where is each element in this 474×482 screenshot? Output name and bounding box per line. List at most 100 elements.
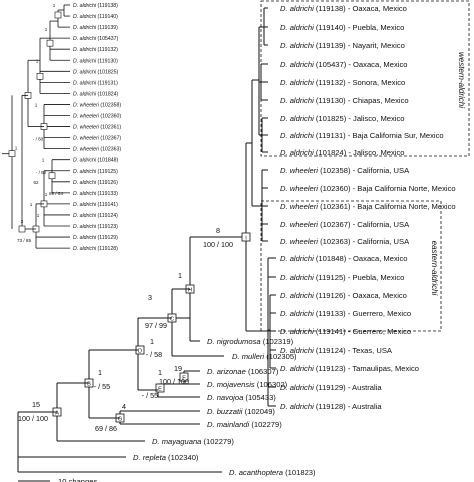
node-b-label: B bbox=[87, 382, 91, 388]
west-tip-label: D. aldrichi (119138) - Oaxaca, Mexico bbox=[280, 4, 407, 13]
taxon-species: D. aldrichi bbox=[280, 114, 314, 123]
taxon-species: D. aldrichi bbox=[280, 383, 314, 392]
taxon-id: (119139) bbox=[314, 41, 346, 50]
node-f-support-top: 19 bbox=[174, 364, 182, 373]
taxon-id: (119125) bbox=[314, 273, 346, 282]
east-tip-label: D. aldrichi (119123) - Tamaulipas, Mexic… bbox=[280, 364, 419, 373]
taxon-species: D. navojoa bbox=[207, 393, 243, 402]
inset-support: 1 bbox=[53, 3, 56, 8]
east-tip-label: D. aldrichi (119141) - Guerrero, Mexico bbox=[280, 327, 411, 336]
taxon-id: (119130) bbox=[314, 96, 346, 105]
taxon-locality: - California, USA bbox=[351, 237, 411, 246]
inset-tip-label: D. aldrichi (119141) bbox=[73, 202, 118, 208]
inset-tip-label: D. aldrichi (119126) bbox=[73, 180, 118, 186]
inset-support: 1 bbox=[36, 58, 39, 63]
taxon-id: (119131) bbox=[314, 131, 346, 140]
node-g-label: G bbox=[118, 417, 122, 423]
taxon-id: (119129) bbox=[314, 383, 346, 392]
taxon-species: D. aldrichi bbox=[280, 346, 314, 355]
inset-tip-label: D. aldrichi (119133) bbox=[73, 191, 118, 197]
main-tree: D. aldrichi (119138) - Oaxaca, Mexico D. … bbox=[17, 0, 470, 482]
taxon-id: (119138) bbox=[96, 3, 118, 9]
taxon-species: D. aldrichi bbox=[280, 148, 314, 157]
node-d-label: D bbox=[138, 349, 142, 355]
taxon-locality: - Baja California Sur, Mexico bbox=[346, 131, 444, 140]
east-tip-label: D. aldrichi (101848) - Oaxaca, Mexico bbox=[280, 254, 407, 263]
west-tip-label: D. aldrichi (119132) - Sonora, Mexico bbox=[280, 78, 405, 87]
taxon-id: (102319) bbox=[261, 337, 294, 346]
inset-tip-label: D. aldrichi (119123) bbox=[73, 224, 118, 230]
taxon-id: (119132) bbox=[96, 47, 118, 53]
node-a-label: A bbox=[55, 411, 59, 417]
taxon-id: (101848) bbox=[96, 158, 118, 164]
taxon-species: D. wheeleri bbox=[73, 125, 100, 131]
node-h-label: H bbox=[188, 288, 192, 294]
taxon-species: D. wheeleri bbox=[280, 237, 318, 246]
taxon-species: D. aldrichi bbox=[280, 364, 314, 373]
taxon-species: D. aldrichi bbox=[280, 402, 314, 411]
taxon-species: D. aldrichi bbox=[73, 91, 97, 97]
taxon-species: D. acanthoptera bbox=[229, 468, 283, 477]
taxon-id: (119125) bbox=[96, 169, 118, 175]
taxon-locality: - Tamaulipas, Mexico bbox=[346, 364, 419, 373]
taxon-species: D. aldrichi bbox=[73, 36, 97, 42]
taxon-id: (119133) bbox=[314, 309, 346, 318]
inset-tip-label: D. wheeleri (102363) bbox=[73, 147, 121, 153]
west-tip-label: D. aldrichi (119140) - Puebla, Mexico bbox=[280, 23, 404, 32]
taxon-species: D. wheeleri bbox=[280, 184, 318, 193]
taxon-locality: - Jalisco, Mexico bbox=[346, 114, 404, 123]
taxon-id: (102358) bbox=[99, 102, 121, 108]
wheeleri-tip-label: D. wheeleri (102360) - Baja California N… bbox=[280, 184, 456, 193]
taxon-species: D. mainlandi bbox=[207, 420, 250, 429]
taxon-species: D. aldrichi bbox=[73, 47, 97, 53]
node-a-support-top: 15 bbox=[32, 400, 40, 409]
inset-box-w1 bbox=[54, 11, 62, 19]
east-tip-label: D. aldrichi (119124) - Texas, USA bbox=[280, 346, 393, 355]
outgroup-label-mojavensis: D. mojavensis (106302) bbox=[207, 380, 288, 389]
node-i-support-bottom: 100 / 100 bbox=[203, 240, 233, 249]
taxon-locality: - California, USA bbox=[351, 166, 411, 175]
taxon-id: (102360) bbox=[99, 114, 121, 120]
taxon-species: D. aldrichi bbox=[73, 58, 97, 64]
taxon-id: (119128) bbox=[314, 402, 346, 411]
taxon-species: D. aldrichi bbox=[73, 246, 97, 252]
taxon-locality: - Oaxaca, Mexico bbox=[346, 291, 407, 300]
wheeleri-tip-label: D. wheeleri (102361) - Baja California N… bbox=[280, 202, 456, 211]
node-e-box bbox=[155, 383, 165, 393]
taxon-locality: - Texas, USA bbox=[346, 346, 393, 355]
node-g-support-bottom: 69 / 86 bbox=[95, 424, 117, 433]
taxon-id: (101848) bbox=[314, 254, 347, 263]
outgroup-label-repleta: D. repleta (102340) bbox=[133, 453, 199, 462]
inset-tip-label: D. aldrichi (119124) bbox=[73, 213, 118, 219]
taxon-id: (101823) bbox=[283, 468, 316, 477]
taxon-id: (102049) bbox=[242, 407, 275, 416]
inset-support: - / 62 bbox=[36, 170, 47, 175]
inset-tip-label: D. aldrichi (101848) bbox=[73, 158, 119, 164]
taxon-species: D. mojavensis bbox=[207, 380, 255, 389]
taxon-species: D. aldrichi bbox=[73, 202, 97, 208]
taxon-species: D. wheeleri bbox=[73, 114, 100, 120]
inset-tip-label: D. aldrichi (119128) bbox=[73, 246, 118, 252]
taxon-id: (119128) bbox=[96, 246, 118, 252]
west-tip-label: D. aldrichi (101824) - Jalisco, Mexico bbox=[280, 148, 405, 157]
wheeleri-tip-label: D. wheeleri (102363) - California, USA bbox=[280, 237, 410, 246]
taxon-id: (119126) bbox=[96, 180, 118, 186]
west-tip-label: D. aldrichi (119130) - Chiapas, Mexico bbox=[280, 96, 409, 105]
inset-support: 1 bbox=[45, 192, 48, 197]
inset-support: - / 60 bbox=[33, 137, 44, 142]
node-d-support: 1 bbox=[150, 337, 154, 346]
taxon-species: D. nigrodumosa bbox=[207, 337, 261, 346]
inset-support: 1 bbox=[42, 158, 45, 163]
taxon-species: D. aldrichi bbox=[280, 291, 314, 300]
node-f-label: F bbox=[182, 376, 186, 382]
taxon-id: (105437) bbox=[314, 60, 347, 69]
taxon-species: D. aldrichi bbox=[73, 191, 97, 197]
node-f-box bbox=[179, 372, 189, 382]
taxon-species: D. aldrichi bbox=[280, 254, 314, 263]
taxon-id: (119141) bbox=[314, 327, 346, 336]
taxon-species: D. aldrichi bbox=[280, 96, 314, 105]
node-c-label: C bbox=[170, 317, 174, 323]
taxon-locality: - Guerrero, Mexico bbox=[346, 309, 411, 318]
inset-support: 1 bbox=[30, 202, 33, 207]
taxon-id: (119124) bbox=[96, 213, 118, 219]
